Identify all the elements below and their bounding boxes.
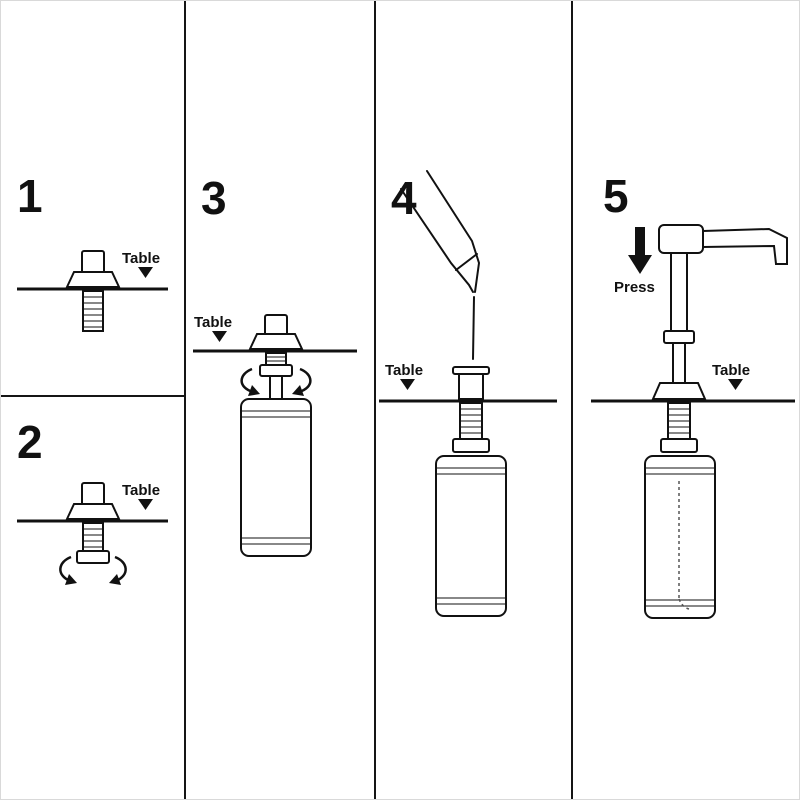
table-pointer-icon [212,331,227,342]
rotate-arrows-icon [240,367,312,396]
step-2-illustration: Table [17,482,168,585]
pump-stem [670,252,688,332]
step-2-number: 2 [17,416,43,468]
dispenser-flange-assembly [248,314,304,400]
step-4-illustration: Table [379,170,557,617]
dispenser-cap [81,482,105,506]
soap-bottle [644,455,716,619]
dispenser-flange-assembly [65,250,121,332]
under-table-assembly [660,402,698,453]
shank-threads [668,408,690,434]
bottle-bands [437,467,505,605]
refill-bottle-icon [400,170,481,360]
dispenser-flange [651,382,707,400]
threaded-shank [265,352,287,366]
panel-divider-3 [571,1,573,799]
neck-body [458,373,484,400]
mounting-nut [259,364,293,377]
shank-threads [83,528,103,548]
step-1-illustration: Table [17,250,168,332]
panel-divider-2 [374,1,376,799]
step-5-illustration: Press Table [591,224,795,619]
mounting-nut [452,438,490,453]
press-label: Press [614,279,655,296]
bottle-neck [269,375,283,400]
press-arrow-icon [628,227,652,274]
shank-threads [460,408,482,434]
soap-bottle [435,455,507,617]
dispenser-flange [65,503,121,520]
table-pointer-icon [138,267,153,278]
pump-spout [702,227,788,265]
bottle-bands [242,410,310,545]
table-pointer-icon [400,379,415,390]
table-pointer-icon [728,379,743,390]
step-4-number: 4 [391,172,417,224]
table-label: Table [122,482,160,499]
lower-stem [672,342,686,384]
dispenser-flange-assembly [65,482,121,564]
soap-bottle [240,398,312,557]
stem-collar [663,330,695,344]
dispenser-cap [81,250,105,274]
dip-tube [678,481,690,610]
dispenser-cap [264,314,288,336]
table-pointer-icon [138,499,153,510]
mounting-nut [76,550,110,564]
step-5-number: 5 [603,170,629,222]
shank-threads [266,356,286,362]
open-neck-assembly [452,366,490,453]
rotate-arrows-icon [59,555,127,585]
soap-stream [472,296,475,360]
table-label: Table [385,362,423,379]
table-label: Table [194,314,232,331]
step-3-number: 3 [201,172,227,224]
step-3-illustration: Table [193,314,357,557]
pump-head-assembly [651,224,788,400]
bottle-bands [646,467,714,607]
dispenser-flange [248,333,304,350]
panel-divider-1 [184,1,186,799]
table-label: Table [122,250,160,267]
table-label: Table [712,362,750,379]
pump-head [658,224,704,254]
step1-step2-divider [1,395,184,397]
shank-threads [83,296,103,328]
step-1-number: 1 [17,170,43,222]
neck-rim [452,366,490,375]
mounting-nut [660,438,698,453]
dispenser-flange [65,271,121,288]
